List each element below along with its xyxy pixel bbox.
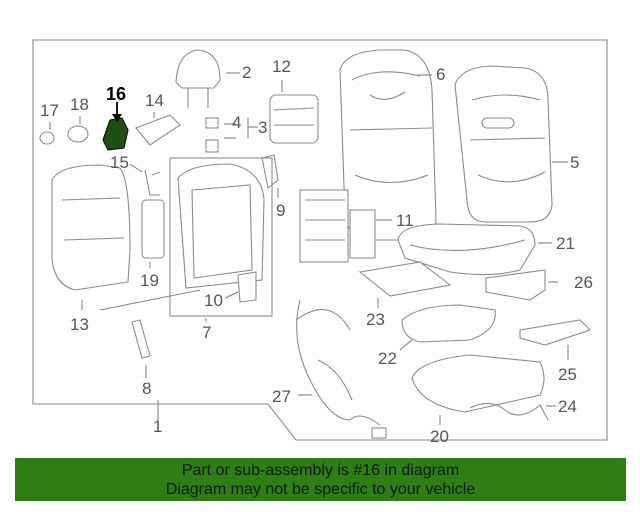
label-part-3: 3 — [258, 118, 267, 137]
trim-14 — [135, 114, 181, 146]
bracket-8 — [131, 319, 151, 359]
harness-connector — [371, 427, 387, 439]
cushion-pad-26 — [485, 269, 546, 301]
recliner-mechanism — [299, 189, 376, 263]
label-part-11: 11 — [396, 211, 414, 230]
wire-harness-27 — [295, 299, 381, 426]
cap-17 — [39, 131, 55, 145]
label-part-24: 24 — [558, 397, 577, 416]
label-part-25: 25 — [558, 365, 577, 384]
cap-18 — [67, 125, 89, 143]
rod — [99, 289, 201, 311]
label-part-16: 16 — [106, 84, 126, 104]
label-part-1: 1 — [153, 417, 162, 436]
bracket-9 — [261, 154, 279, 189]
headrest-guides — [205, 117, 219, 153]
label-part-14: 14 — [145, 91, 164, 110]
cushion-pan-22 — [401, 304, 496, 343]
assembly-border — [32, 39, 608, 441]
bracket-15 — [144, 169, 161, 196]
frame-box — [169, 157, 273, 317]
label-part-20: 20 — [430, 427, 449, 446]
cushion-bottom-20 — [411, 354, 545, 413]
label-part-10: 10 — [204, 291, 223, 310]
label-part-6: 6 — [436, 65, 445, 84]
label-part-23: 23 — [366, 310, 385, 329]
headrest — [175, 49, 221, 108]
label-part-13: 13 — [70, 315, 89, 334]
cushion-panel-23 — [358, 261, 452, 297]
parts-diagram: 1 2 3 4 5 6 7 8 9 10 11 12 13 14 15 16 1… — [32, 39, 608, 446]
banner-line-1: Part or sub-assembly is #16 in diagram — [181, 461, 460, 479]
leader-lines — [49, 72, 569, 425]
back-panel — [51, 164, 131, 291]
label-part-5: 5 — [570, 153, 579, 172]
lumbar-support — [269, 94, 319, 144]
label-part-18: 18 — [70, 95, 89, 114]
label-part-9: 9 — [276, 201, 285, 220]
cushion-cover — [397, 223, 536, 276]
seat-back-cover-front — [339, 49, 437, 241]
label-part-12: 12 — [272, 57, 291, 76]
label-part-21: 21 — [556, 234, 575, 253]
label-part-19: 19 — [140, 271, 159, 290]
wire-harness-24 — [469, 402, 549, 421]
motor-10 — [237, 271, 257, 303]
label-part-26: 26 — [574, 273, 593, 292]
seat-back-frame — [177, 163, 265, 289]
label-part-17: 17 — [40, 101, 59, 120]
label-part-27: 27 — [272, 387, 291, 406]
label-part-22: 22 — [378, 349, 397, 368]
label-part-2: 2 — [242, 63, 251, 82]
cushion-frame-25 — [519, 319, 592, 346]
seat-back-rear — [454, 65, 553, 223]
info-banner: Part or sub-assembly is #16 in diagram D… — [15, 458, 626, 501]
trim-19 — [141, 199, 165, 259]
part-16-highlighted — [102, 117, 129, 151]
label-part-15: 15 — [110, 153, 129, 172]
banner-line-2: Diagram may not be specific to your vehi… — [165, 480, 476, 498]
part-16-arrowhead — [112, 114, 122, 122]
label-part-7: 7 — [202, 323, 211, 342]
label-part-4: 4 — [232, 113, 241, 132]
label-part-8: 8 — [142, 379, 151, 398]
